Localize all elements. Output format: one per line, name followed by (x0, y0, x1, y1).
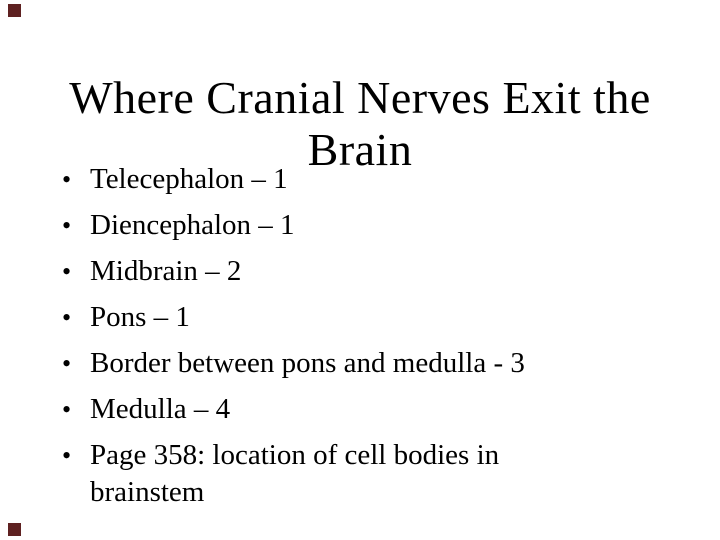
bullet-text: Midbrain – 2 (90, 255, 242, 287)
slide-title: Where Cranial Nerves Exit the Brain (0, 72, 720, 176)
slide-title-line-2: Brain (307, 123, 413, 175)
bullet-icon: • (62, 165, 72, 194)
bullet-icon: • (62, 349, 72, 378)
bullet-text: Page 358: location of cell bodies in bra… (90, 439, 500, 508)
bullet-list: • Telecephalon – 1 • Diencephalon – 1 • … (60, 161, 620, 520)
corner-accent-square-top-left (8, 4, 21, 17)
list-item: • Medulla – 4 (60, 391, 620, 428)
list-item: • Diencephalon – 1 (60, 207, 620, 244)
bullet-icon: • (62, 441, 72, 470)
bullet-icon: • (62, 257, 72, 286)
bullet-text: Border between pons and medulla - 3 (90, 347, 525, 379)
list-item: • Midbrain – 2 (60, 253, 620, 290)
bullet-text: Medulla – 4 (90, 393, 231, 425)
bullet-text: Telecephalon – 1 (90, 163, 288, 195)
bullet-text: Pons – 1 (90, 301, 190, 333)
list-item: • Pons – 1 (60, 299, 620, 336)
corner-accent-square-bottom-left (8, 523, 21, 536)
list-item: • Border between pons and medulla - 3 (60, 345, 620, 382)
bullet-icon: • (62, 211, 72, 240)
list-item: • Page 358: location of cell bodies in b… (60, 437, 620, 511)
bullet-text: Diencephalon – 1 (90, 209, 295, 241)
slide-title-line-1: Where Cranial Nerves Exit the (69, 71, 651, 123)
list-item: • Telecephalon – 1 (60, 161, 620, 198)
bullet-icon: • (62, 303, 72, 332)
bullet-icon: • (62, 395, 72, 424)
